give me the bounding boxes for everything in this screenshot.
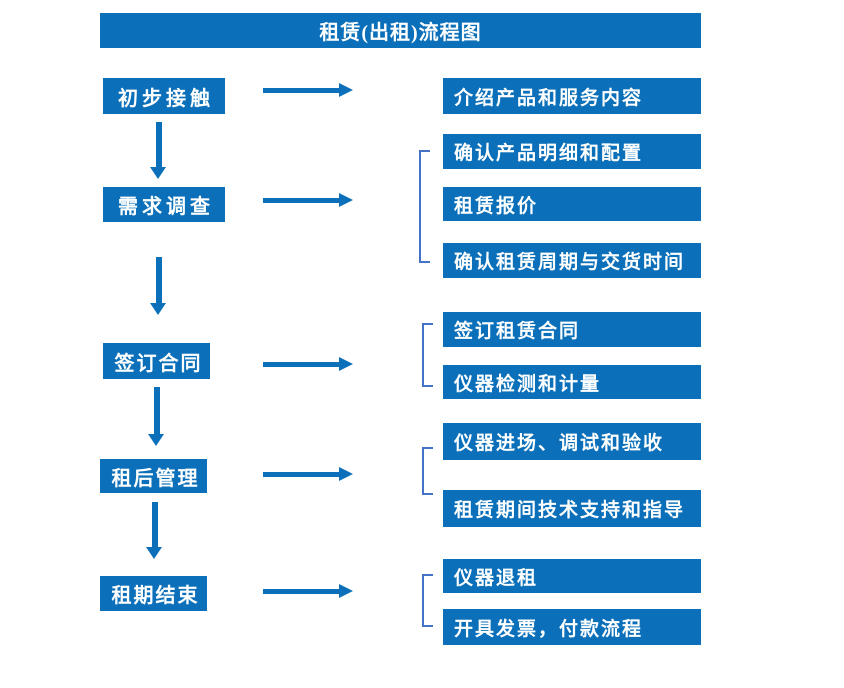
- detail-label: 确认产品明细和配置: [454, 143, 644, 164]
- detail-box-confirm-rental-period: 确认租赁周期与交货时间: [443, 243, 701, 278]
- step-label: 租后管理: [111, 467, 200, 490]
- arrow-shaft: [154, 387, 160, 435]
- arrow-head: [339, 193, 353, 207]
- detail-label: 仪器检测和计量: [454, 373, 602, 395]
- detail-box-instrument-return: 仪器退租: [443, 559, 701, 593]
- right-arrow-needs-survey: [263, 193, 353, 207]
- bracket-sign-contract-group: [422, 323, 433, 387]
- bracket-rental-end-group: [422, 574, 433, 627]
- arrow-head: [150, 167, 166, 179]
- detail-label: 开具发票，付款流程: [454, 618, 644, 640]
- detail-box-sign-rental-contract: 签订租赁合同: [443, 312, 701, 347]
- detail-label: 确认租赁周期与交货时间: [454, 252, 686, 273]
- step-label: 签订合同: [114, 352, 203, 375]
- arrow-shaft: [156, 257, 162, 304]
- detail-box-confirm-product-details: 确认产品明细和配置: [443, 134, 701, 169]
- detail-box-introduce-products: 介绍产品和服务内容: [443, 78, 701, 114]
- down-arrow-4: [146, 502, 163, 559]
- arrow-head: [339, 584, 353, 598]
- flowchart-title: 租赁(出租)流程图: [100, 13, 701, 48]
- right-arrow-post-rental-management: [263, 467, 353, 481]
- arrow-head: [339, 467, 353, 481]
- detail-label: 租赁期间技术支持和指导: [454, 500, 686, 521]
- step-label: 初步接触: [118, 87, 214, 110]
- step-box-needs-survey: 需求调查: [103, 187, 225, 222]
- detail-box-invoice-payment: 开具发票，付款流程: [443, 609, 701, 645]
- arrow-shaft: [263, 472, 340, 477]
- detail-box-instrument-entry-acceptance: 仪器进场、调试和验收: [443, 423, 701, 460]
- detail-label: 仪器进场、调试和验收: [454, 433, 665, 454]
- right-arrow-sign-contract: [263, 357, 353, 371]
- arrow-shaft: [263, 589, 340, 594]
- detail-box-instrument-testing: 仪器检测和计量: [443, 365, 701, 399]
- flowchart-title-text: 租赁(出租)流程图: [319, 22, 482, 44]
- arrow-head: [146, 547, 162, 559]
- arrow-head: [339, 83, 353, 97]
- right-arrow-initial-contact: [263, 83, 353, 97]
- step-box-rental-end: 租期结束: [100, 576, 207, 611]
- detail-box-tech-support: 租赁期间技术支持和指导: [443, 490, 701, 527]
- bracket-needs-survey-group: [419, 150, 430, 263]
- detail-label: 介绍产品和服务内容: [454, 87, 644, 109]
- step-label: 需求调查: [118, 196, 214, 218]
- arrow-shaft: [156, 122, 162, 168]
- detail-box-rental-quote: 租赁报价: [443, 187, 701, 221]
- detail-label: 仪器退租: [454, 567, 539, 589]
- arrow-shaft: [263, 362, 340, 367]
- step-box-sign-contract: 签订合同: [103, 343, 210, 379]
- step-box-initial-contact: 初步接触: [103, 78, 225, 114]
- down-arrow-2: [150, 257, 167, 315]
- arrow-head: [148, 434, 164, 446]
- down-arrow-1: [150, 122, 167, 179]
- arrow-shaft: [263, 88, 340, 93]
- arrow-head: [150, 303, 166, 315]
- detail-label: 租赁报价: [454, 195, 539, 217]
- down-arrow-3: [148, 387, 165, 446]
- step-label: 租期结束: [111, 585, 200, 607]
- arrow-shaft: [152, 502, 158, 548]
- arrow-head: [339, 357, 353, 371]
- step-box-post-rental-management: 租后管理: [100, 459, 207, 493]
- arrow-shaft: [263, 198, 340, 203]
- right-arrow-rental-end: [263, 584, 353, 598]
- bracket-post-rental-group: [422, 447, 433, 495]
- detail-label: 签订租赁合同: [454, 321, 581, 342]
